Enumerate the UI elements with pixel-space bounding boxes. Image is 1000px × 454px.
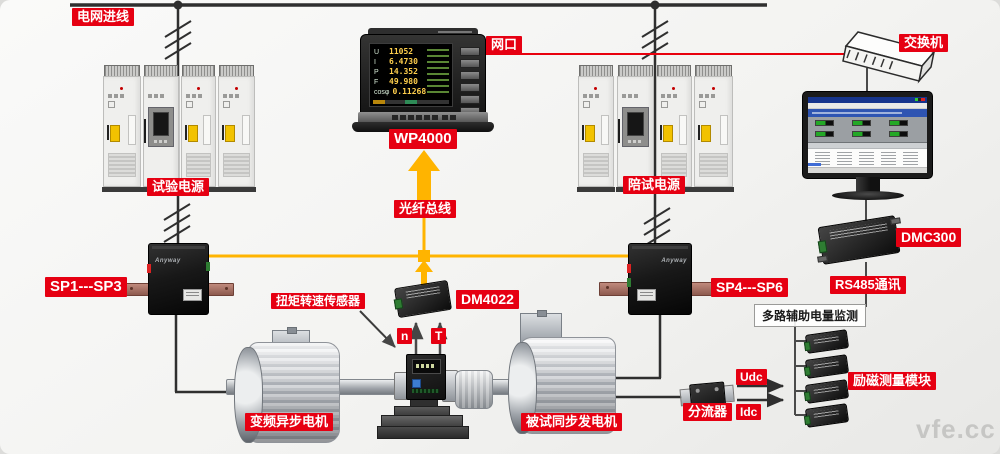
label-udc: Udc bbox=[736, 369, 767, 386]
hmi-screen bbox=[627, 112, 644, 136]
label-dm4022: DM4022 bbox=[456, 290, 519, 309]
bus-junction-right bbox=[650, 0, 660, 10]
app-title-bar bbox=[808, 97, 927, 103]
label-aux-monitor: 多路辅助电量监测 bbox=[754, 304, 866, 327]
label-n: n bbox=[397, 328, 413, 345]
label-assist-power: 陪试电源 bbox=[623, 176, 686, 194]
label-wp4000: WP4000 bbox=[389, 129, 457, 149]
screen-side-panel bbox=[427, 49, 449, 93]
cabinet-with-hmi bbox=[142, 65, 180, 192]
hmi-panel bbox=[622, 107, 649, 147]
label-network-port: 网口 bbox=[486, 36, 523, 54]
label-sp1-sp3: SP1---SP3 bbox=[45, 277, 127, 297]
label-test-generator: 被试同步发电机 bbox=[521, 413, 623, 431]
torque-speed-sensor bbox=[392, 354, 460, 404]
cabinet bbox=[102, 65, 142, 192]
label-shunt: 分流器 bbox=[683, 403, 733, 421]
label-switch: 交换机 bbox=[899, 34, 949, 52]
label-rs485: RS485通讯 bbox=[830, 276, 906, 294]
test-generator bbox=[506, 310, 616, 434]
brand-text: Anyway bbox=[155, 258, 181, 264]
fiber-arrow-dm4022 bbox=[415, 260, 433, 290]
fiber-lines bbox=[207, 150, 631, 290]
label-test-power: 试验电源 bbox=[147, 178, 210, 196]
pc-monitor bbox=[802, 91, 933, 201]
sensor-pointer-arrow bbox=[359, 310, 396, 348]
sp4-sp6-transducer: Anyway bbox=[627, 243, 692, 315]
test-power-cabinets bbox=[102, 65, 256, 192]
sensor-display bbox=[412, 359, 441, 374]
hmi-panel bbox=[148, 107, 174, 147]
rating-card bbox=[183, 289, 202, 301]
fiber-arrow-up bbox=[408, 150, 440, 202]
cabinet bbox=[577, 65, 615, 192]
label-dmc300: DMC300 bbox=[896, 228, 962, 247]
cabinet bbox=[655, 65, 693, 192]
cabinet-with-hmi bbox=[616, 65, 655, 192]
rating-card bbox=[637, 289, 656, 301]
label-fiber-bus: 光纤总线 bbox=[394, 200, 457, 218]
cabinet bbox=[693, 65, 734, 192]
assist-power-cabinets bbox=[577, 65, 734, 192]
label-sp4-sp6: SP4---SP6 bbox=[711, 278, 788, 297]
label-torque-sensor: 扭矩转速传感器 bbox=[271, 293, 366, 310]
cabinet bbox=[180, 65, 217, 192]
label-excitation: 励磁测量模块 bbox=[848, 372, 937, 390]
cabinet bbox=[217, 65, 256, 192]
brand-text: Anyway bbox=[661, 258, 687, 264]
ethernet-switch bbox=[842, 31, 936, 84]
status-led-panel bbox=[808, 117, 927, 143]
bus-junction-left bbox=[173, 0, 183, 10]
sp1-sp3-transducer: Anyway bbox=[147, 243, 210, 315]
label-idc: Idc bbox=[736, 404, 762, 421]
key-deck bbox=[358, 112, 488, 124]
shaft-coupling bbox=[455, 370, 493, 409]
hmi-screen bbox=[153, 112, 169, 136]
screen-menu-bar bbox=[373, 100, 449, 104]
label-grid-incoming: 电网进线 bbox=[72, 8, 135, 26]
watermark: vfe.cc bbox=[916, 414, 996, 444]
monitor-screen bbox=[808, 97, 927, 173]
switch-ports bbox=[846, 49, 894, 70]
data-table bbox=[808, 149, 927, 167]
label-vfd-motor: 变频异步电机 bbox=[245, 413, 334, 431]
label-t: T bbox=[431, 328, 447, 345]
